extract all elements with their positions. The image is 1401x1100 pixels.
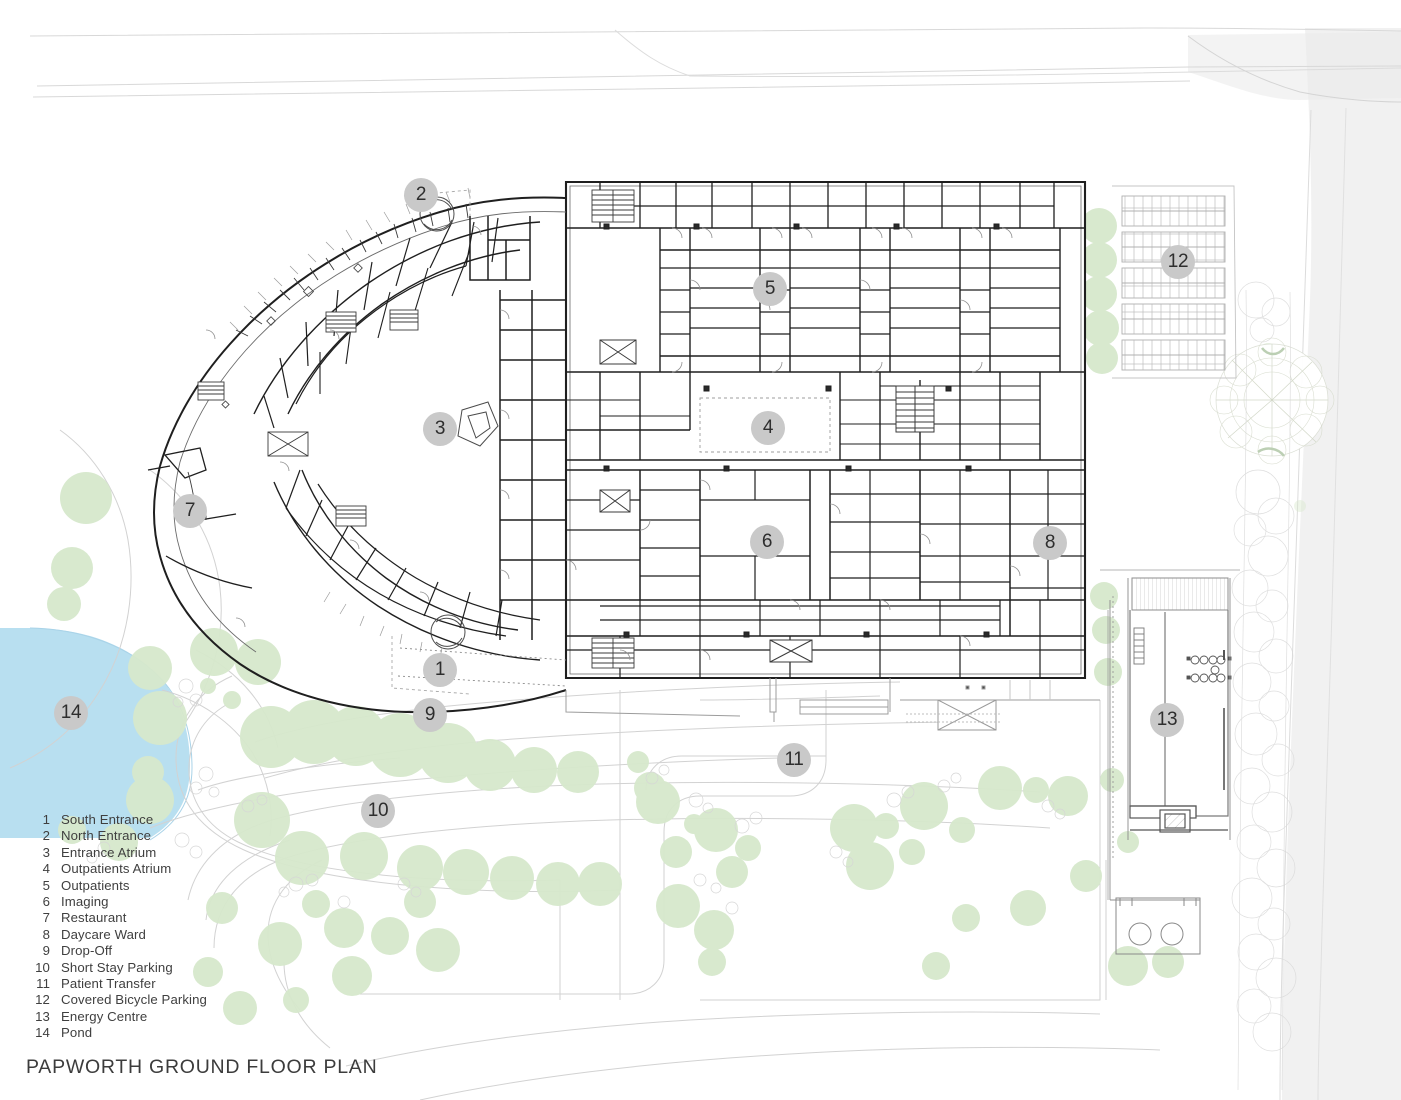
legend-item-label: North Entrance [61,828,152,844]
landscape-paths [9,429,1161,1100]
entrance-doors [419,196,466,650]
south-entrance-forecourt [391,636,471,695]
legend-item-number: 14 [35,1025,50,1041]
covered-bicycle-parking-area [1112,185,1237,379]
specimen-tree-detail [1209,337,1335,465]
key-marker-restaurant: 7 [173,494,207,528]
key-marker-imaging: 6 [750,525,784,559]
key-marker-short-stay-parking: 10 [361,794,395,828]
legend-item-number: 3 [42,844,50,860]
legend-item-label: Restaurant [61,910,127,926]
legend: 1 South Entrance 2 North Entrance 3 Entrance … [24,812,324,1042]
legend-item-number: 4 [42,861,50,877]
service-yard [565,678,1100,723]
legend-item-label: Imaging [61,894,109,910]
key-marker-outpatients: 5 [753,272,787,306]
key-marker-south-entrance: 1 [423,653,457,687]
legend-item-number: 1 [42,812,50,827]
legend-item-number: 2 [42,828,50,844]
legend-item-number: 13 [35,1008,50,1024]
legend-item-label: Drop-Off [61,943,113,959]
main-building-east-block [564,180,1087,731]
main-building-west-wing [147,187,567,714]
legend-item-number: 12 [35,992,50,1008]
key-marker-outpatients-atrium: 4 [751,411,785,445]
boundary-tree-line [1231,281,1297,1091]
legend-item-number: 11 [36,976,50,992]
legend-item-number: 5 [42,877,50,893]
legend-item-restaurant: 7 Restaurant [24,910,324,926]
legend-item-outpatients-atrium: 4 Outpatients Atrium [24,861,324,877]
legend-item-daycare-ward: 8 Daycare Ward [24,927,324,943]
legend-item-number: 6 [42,894,50,910]
legend-item-south-entrance: 1 South Entrance [24,812,324,828]
legend-item-label: Energy Centre [61,1008,148,1024]
legend-item-entrance-atrium: 3 Entrance Atrium [24,845,324,861]
legend-item-number: 10 [35,959,50,975]
facade-columns [603,223,1000,638]
legend-item-number: 7 [42,910,50,926]
legend-item-label: Patient Transfer [61,976,156,992]
legend-item-drop-off: 9 Drop-Off [24,943,324,959]
legend-item-energy-centre: 13 Energy Centre [24,1009,324,1025]
legend-item-number: 9 [42,943,50,959]
legend-item-label: Outpatients Atrium [61,861,172,877]
key-marker-pond: 14 [54,696,88,730]
north-entrance-canopy [403,189,471,216]
legend-item-label: Entrance Atrium [61,844,157,860]
legend-item-short-stay-parking: 10 Short Stay Parking [24,960,324,976]
legend-item-label: Daycare Ward [61,926,146,942]
legend-item-outpatients: 5 Outpatients [24,878,324,894]
legend-item-label: Short Stay Parking [61,959,173,975]
key-marker-daycare-ward: 8 [1033,526,1067,560]
legend-item-covered-bicycle-parking: 12 Covered Bicycle Parking [24,992,324,1008]
key-marker-drop-off: 9 [413,698,447,732]
key-marker-patient-transfer: 11 [777,743,811,777]
energy-centre-building [1100,569,1240,955]
legend-item-patient-transfer: 11 Patient Transfer [24,976,324,992]
key-marker-north-entrance: 2 [404,178,438,212]
legend-item-pond: 14 Pond [24,1025,324,1041]
legend-item-label: Outpatients [61,877,130,893]
legend-item-north-entrance: 2 North Entrance [24,828,324,844]
legend-item-number: 8 [42,926,50,942]
key-marker-entrance-atrium: 3 [423,412,457,446]
outpatients-atrium-void [699,397,831,453]
site-roads [1188,28,1401,1100]
door-swings-east [565,227,1021,661]
legend-item-label: Pond [61,1025,93,1041]
shrub-symbols [86,678,1066,915]
key-marker-energy-centre: 13 [1150,703,1184,737]
page-title: PAPWORTH GROUND FLOOR PLAN [26,1056,378,1078]
key-marker-covered-bicycle-parking: 12 [1161,245,1195,279]
legend-item-label: South Entrance [61,812,154,827]
legend-item-label: Covered Bicycle Parking [61,992,207,1008]
legend-item-imaging: 6 Imaging [24,894,324,910]
